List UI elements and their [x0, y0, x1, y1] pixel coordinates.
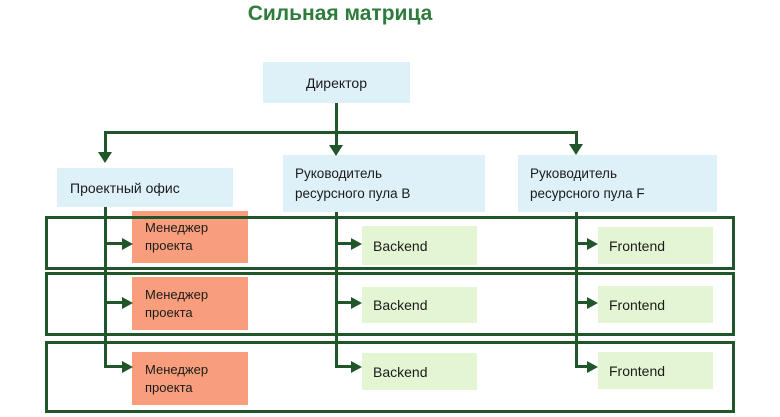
connector-pool-b-column	[335, 212, 338, 368]
connector-office-row1	[104, 242, 122, 245]
node-project-manager-row1: Менеджер проекта	[132, 211, 248, 263]
project-manager-row2-label: Менеджер проекта	[145, 286, 209, 320]
project-row-2-frame	[45, 272, 735, 336]
arrowhead-right-pool-b-row2-icon	[351, 297, 362, 309]
connector-pool-f-row1	[575, 242, 587, 245]
node-pool-b-label: Руководитель ресурсного пула B	[295, 165, 411, 201]
node-project-office: Проектный офис	[57, 168, 233, 207]
node-project-office-label: Проектный офис	[70, 179, 180, 196]
connector-pool-f-row2	[575, 301, 587, 304]
connector-drop-pool-f	[575, 131, 578, 144]
frontend-row1-label: Frontend	[609, 237, 666, 254]
frontend-row2-label: Frontend	[609, 296, 666, 313]
node-project-manager-row2: Менеджер проекта	[132, 277, 248, 330]
arrowhead-right-pool-f-row3-icon	[587, 361, 598, 373]
node-backend-row2: Backend	[362, 287, 477, 323]
node-backend-row3: Backend	[362, 353, 477, 390]
connector-drop-office	[104, 131, 107, 152]
arrowhead-right-pool-b-row3-icon	[351, 361, 362, 373]
node-project-manager-row3: Менеджер проекта	[132, 352, 248, 405]
connector-pool-b-row1	[335, 242, 351, 245]
connector-pool-f-row3	[575, 365, 587, 368]
connector-office-row3	[104, 365, 122, 368]
node-frontend-row2: Frontend	[598, 286, 713, 323]
connector-pool-b-row2	[335, 301, 351, 304]
connector-director-stem	[335, 103, 338, 145]
node-director: Директор	[263, 62, 410, 103]
connector-pool-f-column	[575, 212, 578, 368]
node-frontend-row1: Frontend	[598, 227, 713, 264]
arrowhead-down-pool-f-icon	[569, 144, 583, 155]
arrowhead-right-pool-f-row1-icon	[587, 238, 598, 250]
arrowhead-right-office-row3-icon	[122, 361, 133, 373]
connector-office-column	[104, 207, 107, 368]
arrowhead-down-office-icon	[98, 152, 112, 163]
diagram-title: Сильная матрица	[247, 2, 433, 25]
node-backend-row1: Backend	[362, 226, 477, 265]
node-pool-b: Руководитель ресурсного пула B	[283, 155, 485, 212]
arrowhead-down-pool-b-icon	[329, 145, 343, 156]
node-pool-f: Руководитель ресурсного пула F	[518, 155, 717, 212]
arrowhead-right-pool-b-row1-icon	[351, 238, 362, 250]
connector-distribution-line	[104, 131, 578, 134]
node-pool-f-label: Руководитель ресурсного пула F	[530, 165, 645, 201]
node-frontend-row3: Frontend	[598, 352, 713, 389]
backend-row2-label: Backend	[373, 297, 428, 313]
project-manager-row1-label: Менеджер проекта	[145, 220, 209, 253]
connector-office-row2	[104, 301, 122, 304]
frontend-row3-label: Frontend	[609, 362, 666, 379]
arrowhead-right-office-row2-icon	[122, 297, 133, 309]
arrowhead-right-office-row1-icon	[122, 238, 133, 250]
arrowhead-right-pool-f-row2-icon	[587, 297, 598, 309]
backend-row3-label: Backend	[373, 363, 428, 380]
project-row-3-frame	[45, 341, 735, 413]
node-director-label: Директор	[306, 74, 367, 91]
project-row-1-frame	[45, 216, 735, 270]
connector-pool-b-row3	[335, 365, 351, 368]
project-manager-row3-label: Менеджер проекта	[145, 361, 209, 395]
backend-row1-label: Backend	[373, 237, 428, 254]
